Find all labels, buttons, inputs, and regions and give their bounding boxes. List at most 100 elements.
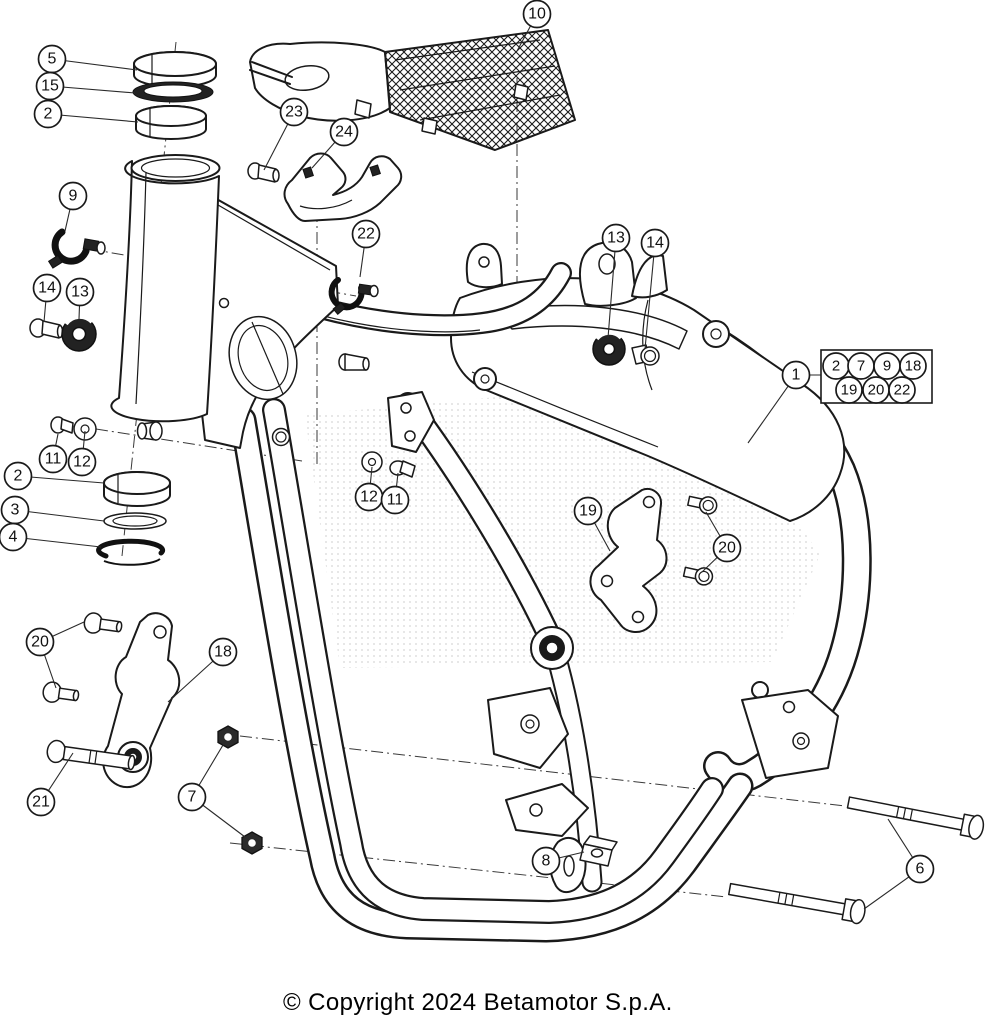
callout-11[interactable]: 11	[38, 444, 68, 474]
svg-text:2: 2	[44, 106, 53, 123]
svg-text:12: 12	[360, 489, 378, 506]
callout-15[interactable]: 15	[35, 71, 65, 101]
svg-text:11: 11	[387, 492, 404, 509]
svg-text:7: 7	[857, 358, 865, 375]
callout-18[interactable]: 18	[208, 637, 238, 667]
svg-text:14: 14	[38, 280, 56, 297]
spacer-13-right	[592, 331, 626, 366]
bearing-2	[135, 105, 207, 140]
svg-text:10: 10	[528, 6, 546, 23]
svg-text:5: 5	[48, 51, 57, 68]
svg-text:23: 23	[285, 104, 303, 121]
bolts-6	[727, 796, 985, 925]
callout-6[interactable]: 6	[905, 854, 935, 884]
callout-21[interactable]: 21	[26, 787, 56, 817]
svg-text:7: 7	[188, 789, 197, 806]
rack-plate	[249, 29, 576, 151]
callout-12[interactable]: 12	[354, 482, 384, 512]
steering-head-assembly	[110, 51, 221, 423]
callout-11[interactable]: 11	[380, 485, 410, 515]
lower-cradle-rails	[229, 398, 754, 943]
callout-10[interactable]: 10	[522, 0, 552, 29]
bracket-19	[589, 488, 668, 633]
callout-4[interactable]: 4	[0, 522, 28, 552]
callout-13[interactable]: 13	[65, 277, 95, 307]
copyright-text: © Copyright 2024 Betamotor S.p.A.	[283, 989, 673, 1016]
callout-22[interactable]: 22	[351, 219, 381, 249]
svg-text:3: 3	[11, 502, 20, 519]
bolts-20-right	[682, 495, 718, 586]
svg-text:1: 1	[792, 367, 801, 384]
group-callout-9[interactable]: 9	[873, 352, 901, 380]
callout-2[interactable]: 2	[3, 461, 33, 491]
seal-ring-15	[132, 81, 214, 103]
bolt-23	[247, 162, 280, 183]
svg-text:13: 13	[71, 284, 89, 301]
callout-14[interactable]: 14	[32, 273, 62, 303]
snap-ring-4	[96, 538, 166, 566]
bolt-11-left	[50, 416, 74, 434]
svg-text:6: 6	[916, 861, 925, 878]
square-nut-8	[579, 835, 618, 867]
svg-text:2: 2	[832, 358, 840, 375]
svg-text:2: 2	[14, 468, 23, 485]
callout-20[interactable]: 20	[25, 627, 55, 657]
svg-text:4: 4	[9, 529, 18, 546]
callout-19[interactable]: 19	[573, 496, 603, 526]
svg-text:24: 24	[335, 124, 353, 141]
callout-7[interactable]: 7	[177, 782, 207, 812]
callout-14[interactable]: 14	[640, 228, 670, 258]
group-callout-7[interactable]: 7	[847, 352, 875, 380]
svg-text:20: 20	[31, 634, 49, 651]
svg-text:14: 14	[646, 235, 664, 252]
svg-text:19: 19	[579, 503, 597, 520]
bolt-14-left	[29, 318, 64, 339]
callout-9[interactable]: 9	[58, 181, 88, 211]
group-callout-18[interactable]: 18	[899, 352, 927, 380]
bolt-21	[46, 739, 136, 771]
svg-text:12: 12	[73, 454, 91, 471]
rear-pivot-plates	[741, 689, 839, 779]
svg-text:18: 18	[214, 644, 232, 661]
svg-text:8: 8	[542, 853, 551, 870]
svg-text:22: 22	[357, 226, 375, 243]
washer-3	[103, 512, 167, 530]
clamp-22	[328, 277, 379, 315]
svg-text:18: 18	[905, 358, 922, 375]
clamp-9	[47, 228, 106, 269]
svg-text:9: 9	[883, 358, 891, 375]
svg-text:22: 22	[894, 382, 911, 399]
svg-text:21: 21	[32, 794, 50, 811]
frame-drawing	[29, 29, 985, 943]
callout-20[interactable]: 20	[712, 533, 742, 563]
bottom-plates	[505, 783, 589, 894]
svg-text:11: 11	[45, 451, 62, 468]
callout-3[interactable]: 3	[0, 495, 30, 525]
svg-text:13: 13	[607, 230, 625, 247]
callout-24[interactable]: 24	[329, 117, 359, 147]
callout-5[interactable]: 5	[37, 44, 67, 74]
washer-2	[103, 471, 171, 507]
callout-2[interactable]: 2	[33, 99, 63, 129]
group-callout-2[interactable]: 2	[822, 352, 850, 380]
bolts-20-left	[42, 612, 123, 703]
callout-12[interactable]: 12	[67, 447, 97, 477]
bracket-24	[283, 152, 403, 222]
group-callout-19[interactable]: 19	[835, 376, 863, 404]
svg-text:19: 19	[841, 382, 858, 399]
group-callout-20[interactable]: 20	[862, 376, 890, 404]
callout-13[interactable]: 13	[601, 223, 631, 253]
svg-text:20: 20	[868, 382, 885, 399]
bearing-cap-5	[133, 51, 217, 88]
center-bracket	[487, 687, 569, 769]
callout-8[interactable]: 8	[531, 846, 561, 876]
callout-23[interactable]: 23	[279, 97, 309, 127]
callout-1[interactable]: 1	[781, 360, 811, 390]
group-callout-22[interactable]: 22	[888, 376, 916, 404]
svg-text:20: 20	[718, 540, 736, 557]
spacer-13-left	[61, 314, 97, 352]
